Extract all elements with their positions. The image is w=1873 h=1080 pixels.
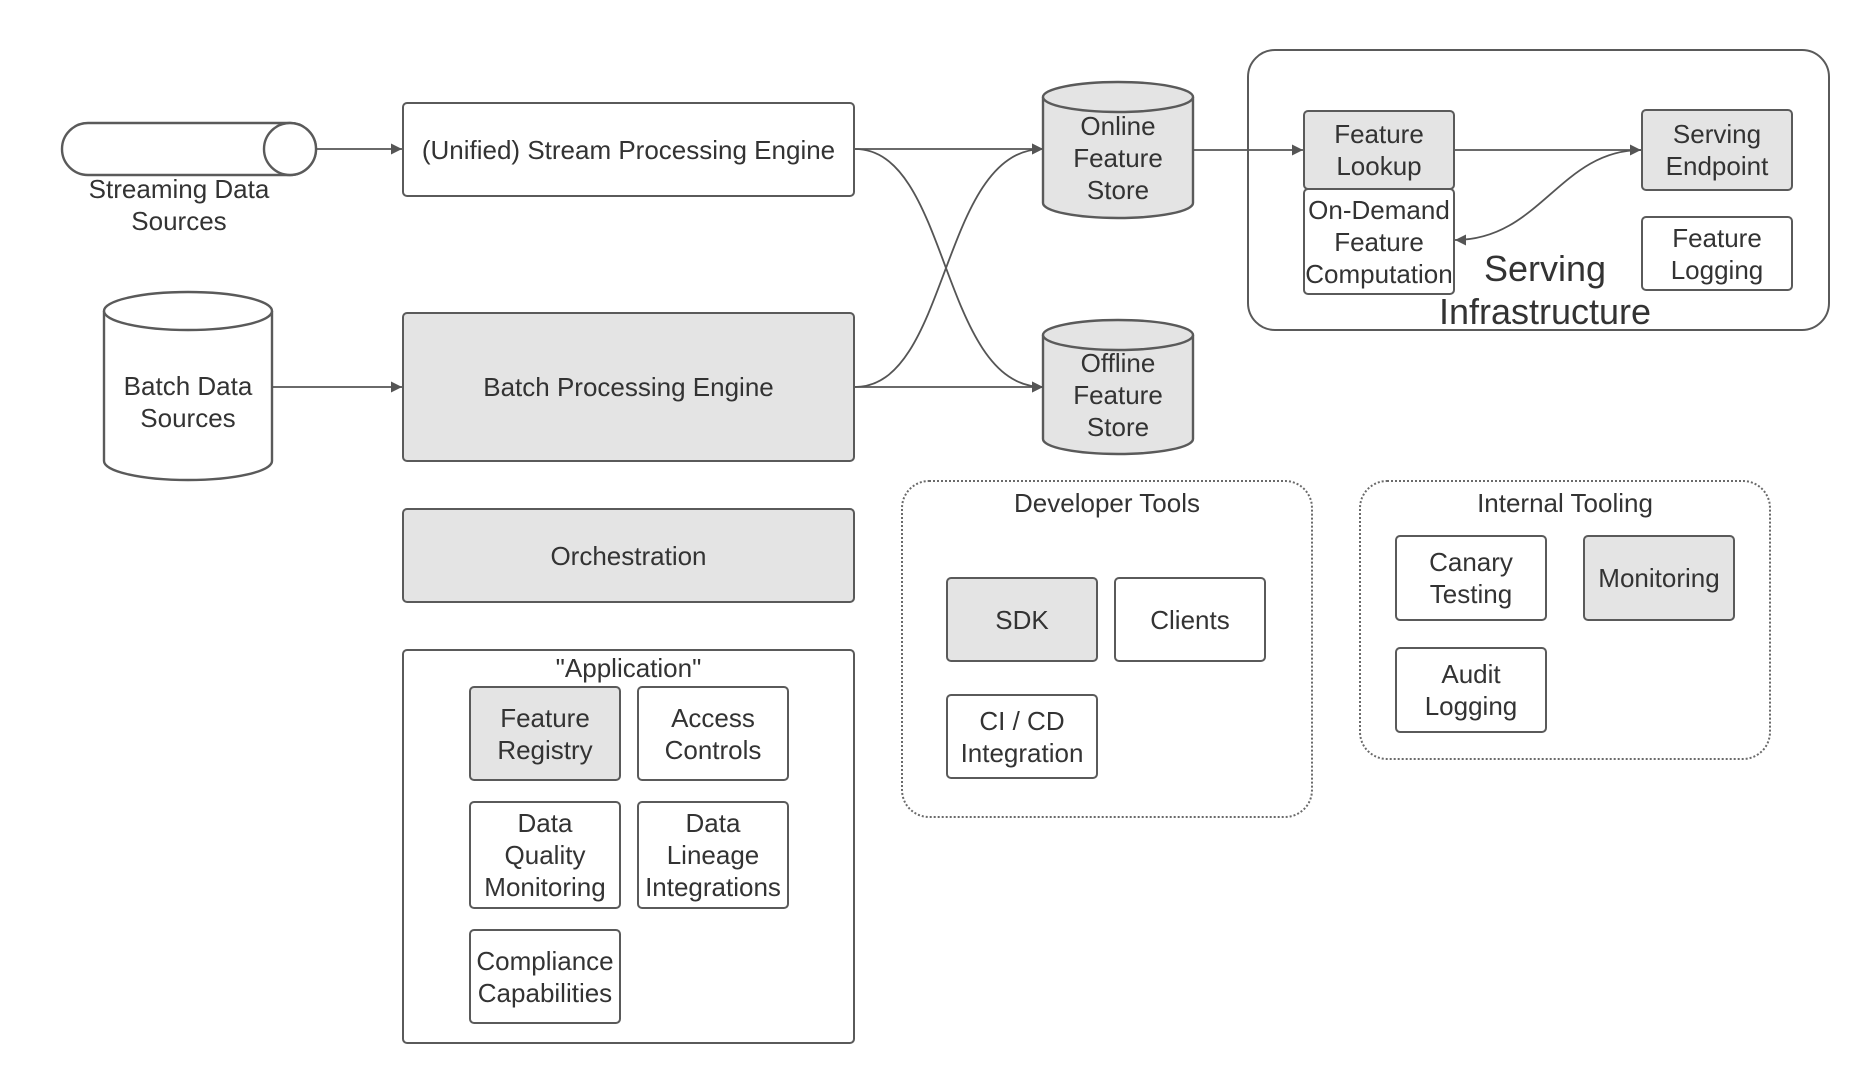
ci-cd-integration: CI / CD Integration xyxy=(946,694,1098,779)
compliance-capabilities: Compliance Capabilities xyxy=(469,929,621,1024)
internal-tooling-group xyxy=(1359,480,1771,760)
sdk: SDK xyxy=(946,577,1098,662)
developer-tools-title: Developer Tools xyxy=(1014,488,1200,518)
application-title: "Application" xyxy=(555,653,702,683)
online-store-cylinder-icon xyxy=(1041,80,1195,220)
edge-serving-endpoint-to-on-demand xyxy=(1454,142,1656,246)
canary-testing: Canary Testing xyxy=(1395,535,1547,621)
feature-logging: Feature Logging xyxy=(1641,216,1793,291)
batch-sources-label: Batch Data Sources xyxy=(123,371,253,433)
application-group xyxy=(402,649,855,1044)
access-controls: Access Controls xyxy=(637,686,789,781)
serving-endpoint: Serving Endpoint xyxy=(1641,109,1793,191)
feature-registry: Feature Registry xyxy=(469,686,621,781)
edge-batch-engine-to-online-store xyxy=(854,143,1044,388)
feature-lookup: Feature Lookup xyxy=(1303,110,1455,190)
offline-store-label: Offline Feature Store xyxy=(1073,348,1163,442)
clients: Clients xyxy=(1114,577,1266,662)
internal-tooling-title: Internal Tooling xyxy=(1477,488,1653,518)
batch-processing-engine: Batch Processing Engine xyxy=(402,312,855,462)
serving-infrastructure-title: Serving Infrastructure xyxy=(1438,248,1652,332)
on-demand-feature-computation: On-Demand Feature Computation xyxy=(1303,188,1455,295)
developer-tools-group xyxy=(901,480,1313,818)
batch-sources-cylinder-icon xyxy=(102,290,274,482)
streaming-sources-pipe-icon xyxy=(60,121,318,177)
offline-store-cylinder-icon xyxy=(1041,318,1195,456)
data-lineage-integrations: Data Lineage Integrations xyxy=(637,801,789,909)
audit-logging: Audit Logging xyxy=(1395,647,1547,733)
stream-processing-engine: (Unified) Stream Processing Engine xyxy=(402,102,855,197)
serving-infrastructure-group xyxy=(1247,49,1830,331)
data-quality-monitoring: Data Quality Monitoring xyxy=(469,801,621,909)
monitoring: Monitoring xyxy=(1583,535,1735,621)
streaming-sources-label: Streaming Data Sources xyxy=(88,174,270,236)
orchestration: Orchestration xyxy=(402,508,855,603)
online-store-label: Online Feature Store xyxy=(1073,111,1163,205)
